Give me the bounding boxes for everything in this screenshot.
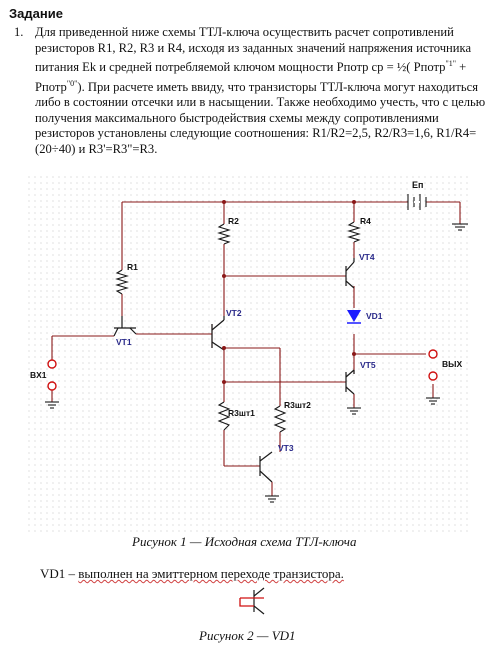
- task-number: 1.: [14, 25, 24, 39]
- terminal-out-gnd: [428, 371, 438, 381]
- label-r4: R4: [360, 216, 371, 226]
- ground-out: [426, 397, 440, 405]
- label-vt2: VT2: [226, 308, 242, 318]
- ground-vt5: [347, 407, 361, 415]
- ttl-switch-schematic: Eп R1 R2 R4 VT1 VT2 VT4 VD1 VT5 VT3 R3шт…: [28, 176, 468, 532]
- label-r3-1: R3шт1: [228, 408, 255, 418]
- terminal-bx1-in: [47, 359, 57, 369]
- figure-2-caption: Рисунок 2 — VD1: [199, 628, 296, 643]
- transistor-vt1: [113, 316, 137, 337]
- diode-vd1: [347, 310, 361, 324]
- terminal-bx1-gnd: [47, 381, 57, 391]
- label-r2: R2: [228, 216, 239, 226]
- task-text-a: Для приведенной ниже схемы ТТЛ-ключа осу…: [35, 25, 472, 75]
- transistor-vt2: [211, 316, 225, 351]
- label-vd1: VD1: [366, 311, 383, 321]
- transistor-vt3: [259, 451, 273, 483]
- label-ep: Eп: [412, 180, 423, 190]
- label-vt1: VT1: [116, 337, 132, 347]
- vd1-note-b: выполнен на эмиттерном переходе транзист…: [78, 566, 344, 581]
- task-text-b: + Pпотр: [35, 60, 467, 94]
- sup-1: "1": [445, 59, 456, 68]
- label-vt3: VT3: [278, 443, 294, 453]
- label-out: ВЫХ: [442, 359, 462, 369]
- terminals: [47, 349, 438, 391]
- ground-symbols: [45, 223, 468, 503]
- ground-ep: [452, 223, 468, 231]
- resistors: [115, 221, 361, 433]
- resistor-r3-1: [217, 401, 231, 431]
- ground-bx1: [45, 401, 59, 409]
- resistor-r1: [115, 269, 129, 295]
- vd1-note-a: VD1 –: [40, 566, 79, 581]
- junctions: [222, 200, 356, 384]
- sup-0: "0": [66, 78, 78, 88]
- power-source: [407, 194, 427, 210]
- resistor-r4: [347, 221, 361, 243]
- resistor-r3-2: [273, 405, 287, 433]
- figure-1-caption: Рисунок 1 — Исходная схема ТТЛ-ключа: [132, 534, 357, 549]
- label-vt5: VT5: [360, 360, 376, 370]
- task-paragraph: 1. Для приведенной ниже схемы ТТЛ-ключа …: [14, 25, 486, 157]
- vd1-note: VD1 – выполнен на эмиттерном переходе тр…: [40, 566, 344, 582]
- resistor-r2: [217, 223, 231, 245]
- terminal-out: [428, 349, 438, 359]
- task-text-c: ). При расчете иметь ввиду, что транзист…: [35, 79, 486, 156]
- transistor-vt4: [345, 258, 355, 289]
- vd1-diagram: [239, 587, 265, 615]
- transistors: [113, 258, 355, 483]
- ground-vt3: [265, 495, 279, 503]
- label-r1: R1: [127, 262, 138, 272]
- heading: Задание: [9, 6, 63, 21]
- transistor-vt5: [345, 369, 355, 395]
- label-bx1: BX1: [30, 370, 47, 380]
- label-r3-2: R3шт2: [284, 400, 311, 410]
- wires: [51, 201, 461, 496]
- label-vt4: VT4: [359, 252, 375, 262]
